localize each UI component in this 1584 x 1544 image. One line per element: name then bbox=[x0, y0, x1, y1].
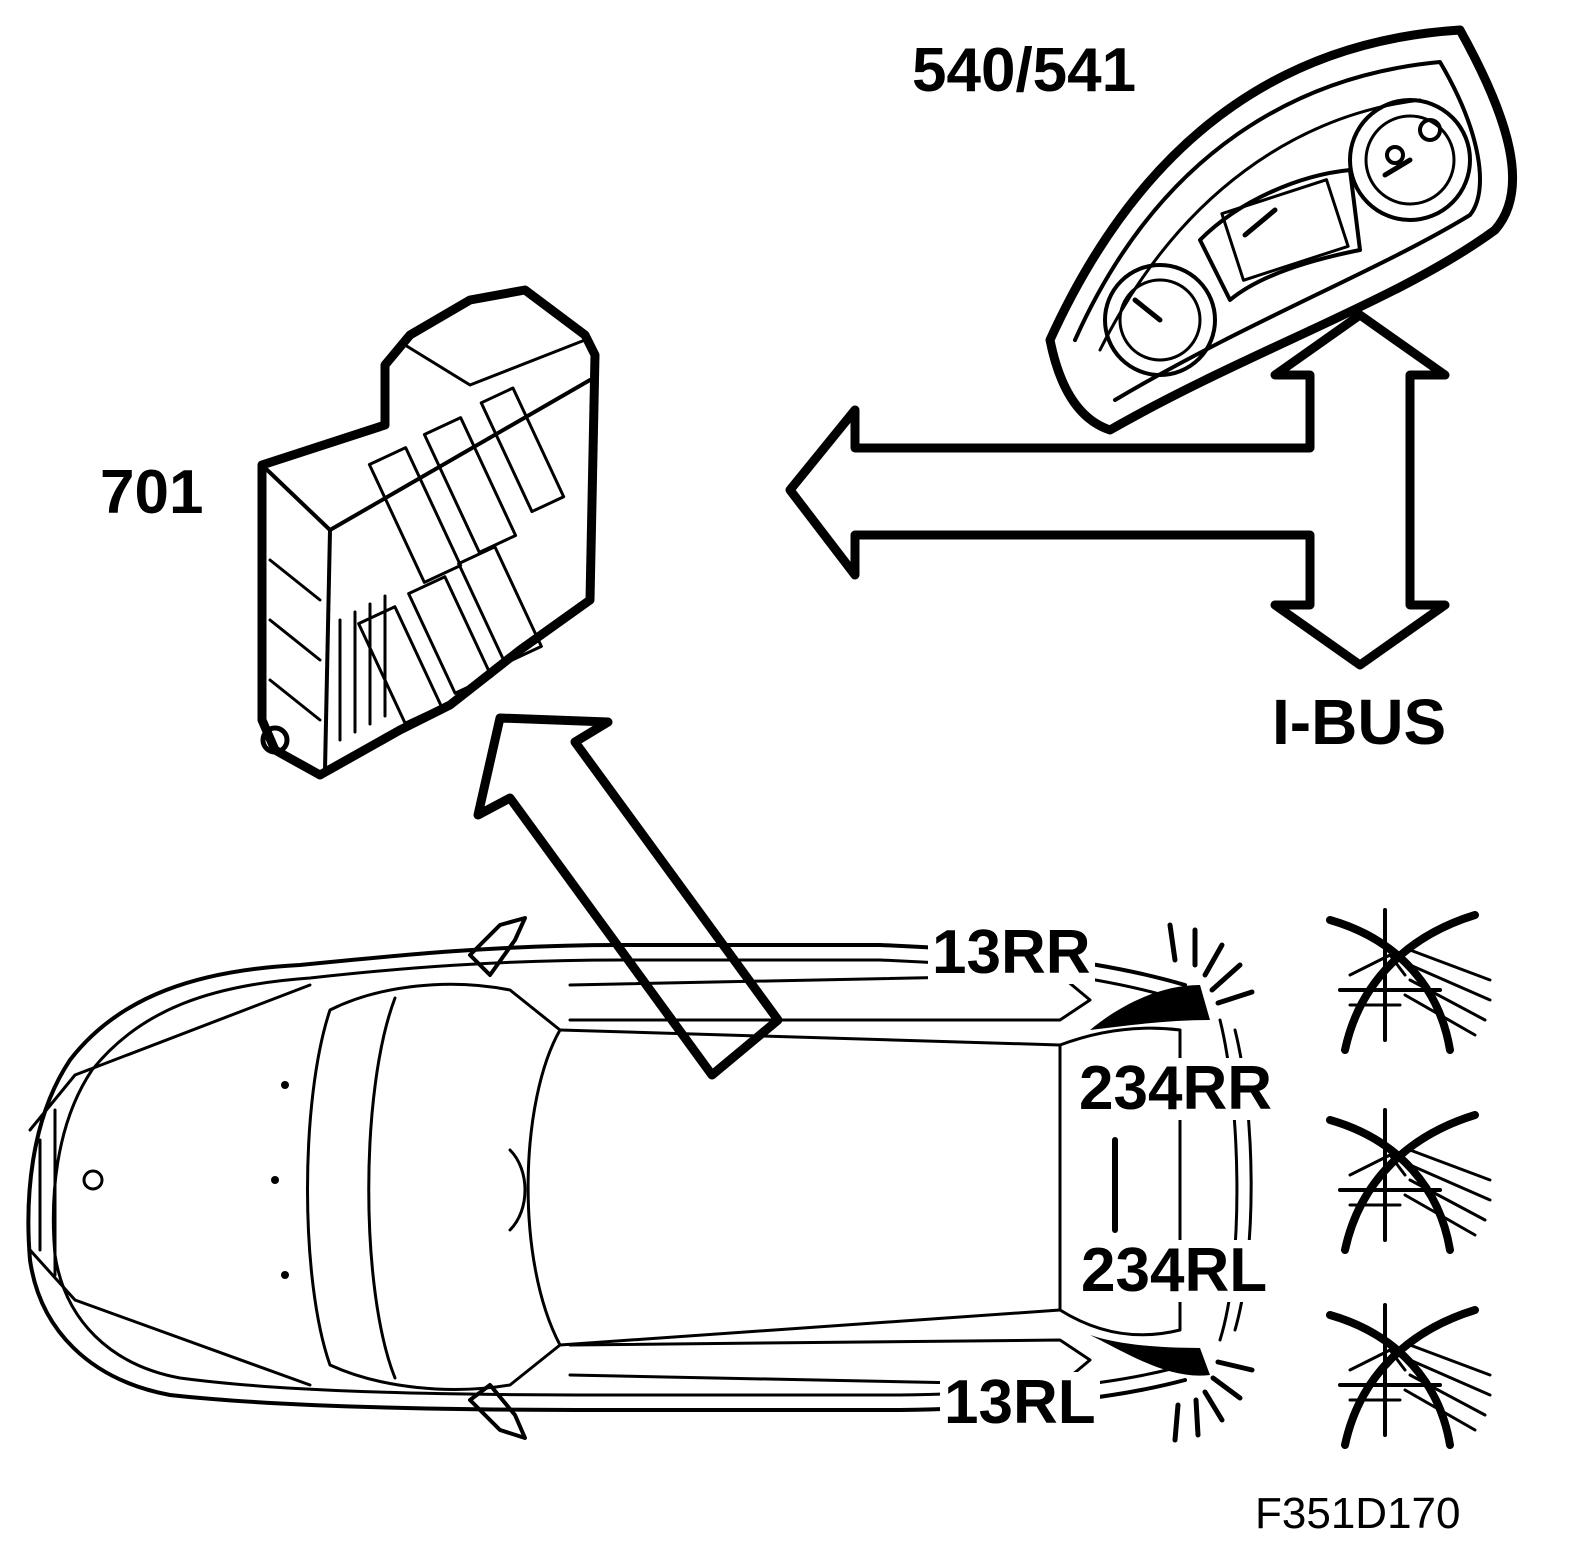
car-topview-icon bbox=[26, 916, 1255, 1443]
instrument-cluster-icon bbox=[1045, 25, 1517, 435]
signal-arrow bbox=[473, 713, 783, 1080]
lamp-off-crossed-icon bbox=[1326, 1108, 1492, 1254]
figure-reference: F351D170 bbox=[1255, 1489, 1461, 1538]
bus-arrow bbox=[785, 310, 1450, 670]
bus-label: I-BUS bbox=[1272, 686, 1447, 758]
instrument-cluster-label: 540/541 bbox=[912, 36, 1137, 105]
lamp-label-13rl: 13RL bbox=[940, 1372, 1100, 1434]
lamp-off-crossed-icon bbox=[1326, 1303, 1492, 1449]
control-module-icon bbox=[257, 285, 600, 780]
lamp-label-234rr: 234RR bbox=[1075, 1058, 1276, 1120]
lamp-label-234rl: 234RL bbox=[1077, 1240, 1272, 1302]
control-module-label: 701 bbox=[100, 458, 204, 527]
lamp-off-crossed-icon bbox=[1326, 908, 1492, 1054]
lamp-label-13rr: 13RR bbox=[928, 922, 1095, 984]
